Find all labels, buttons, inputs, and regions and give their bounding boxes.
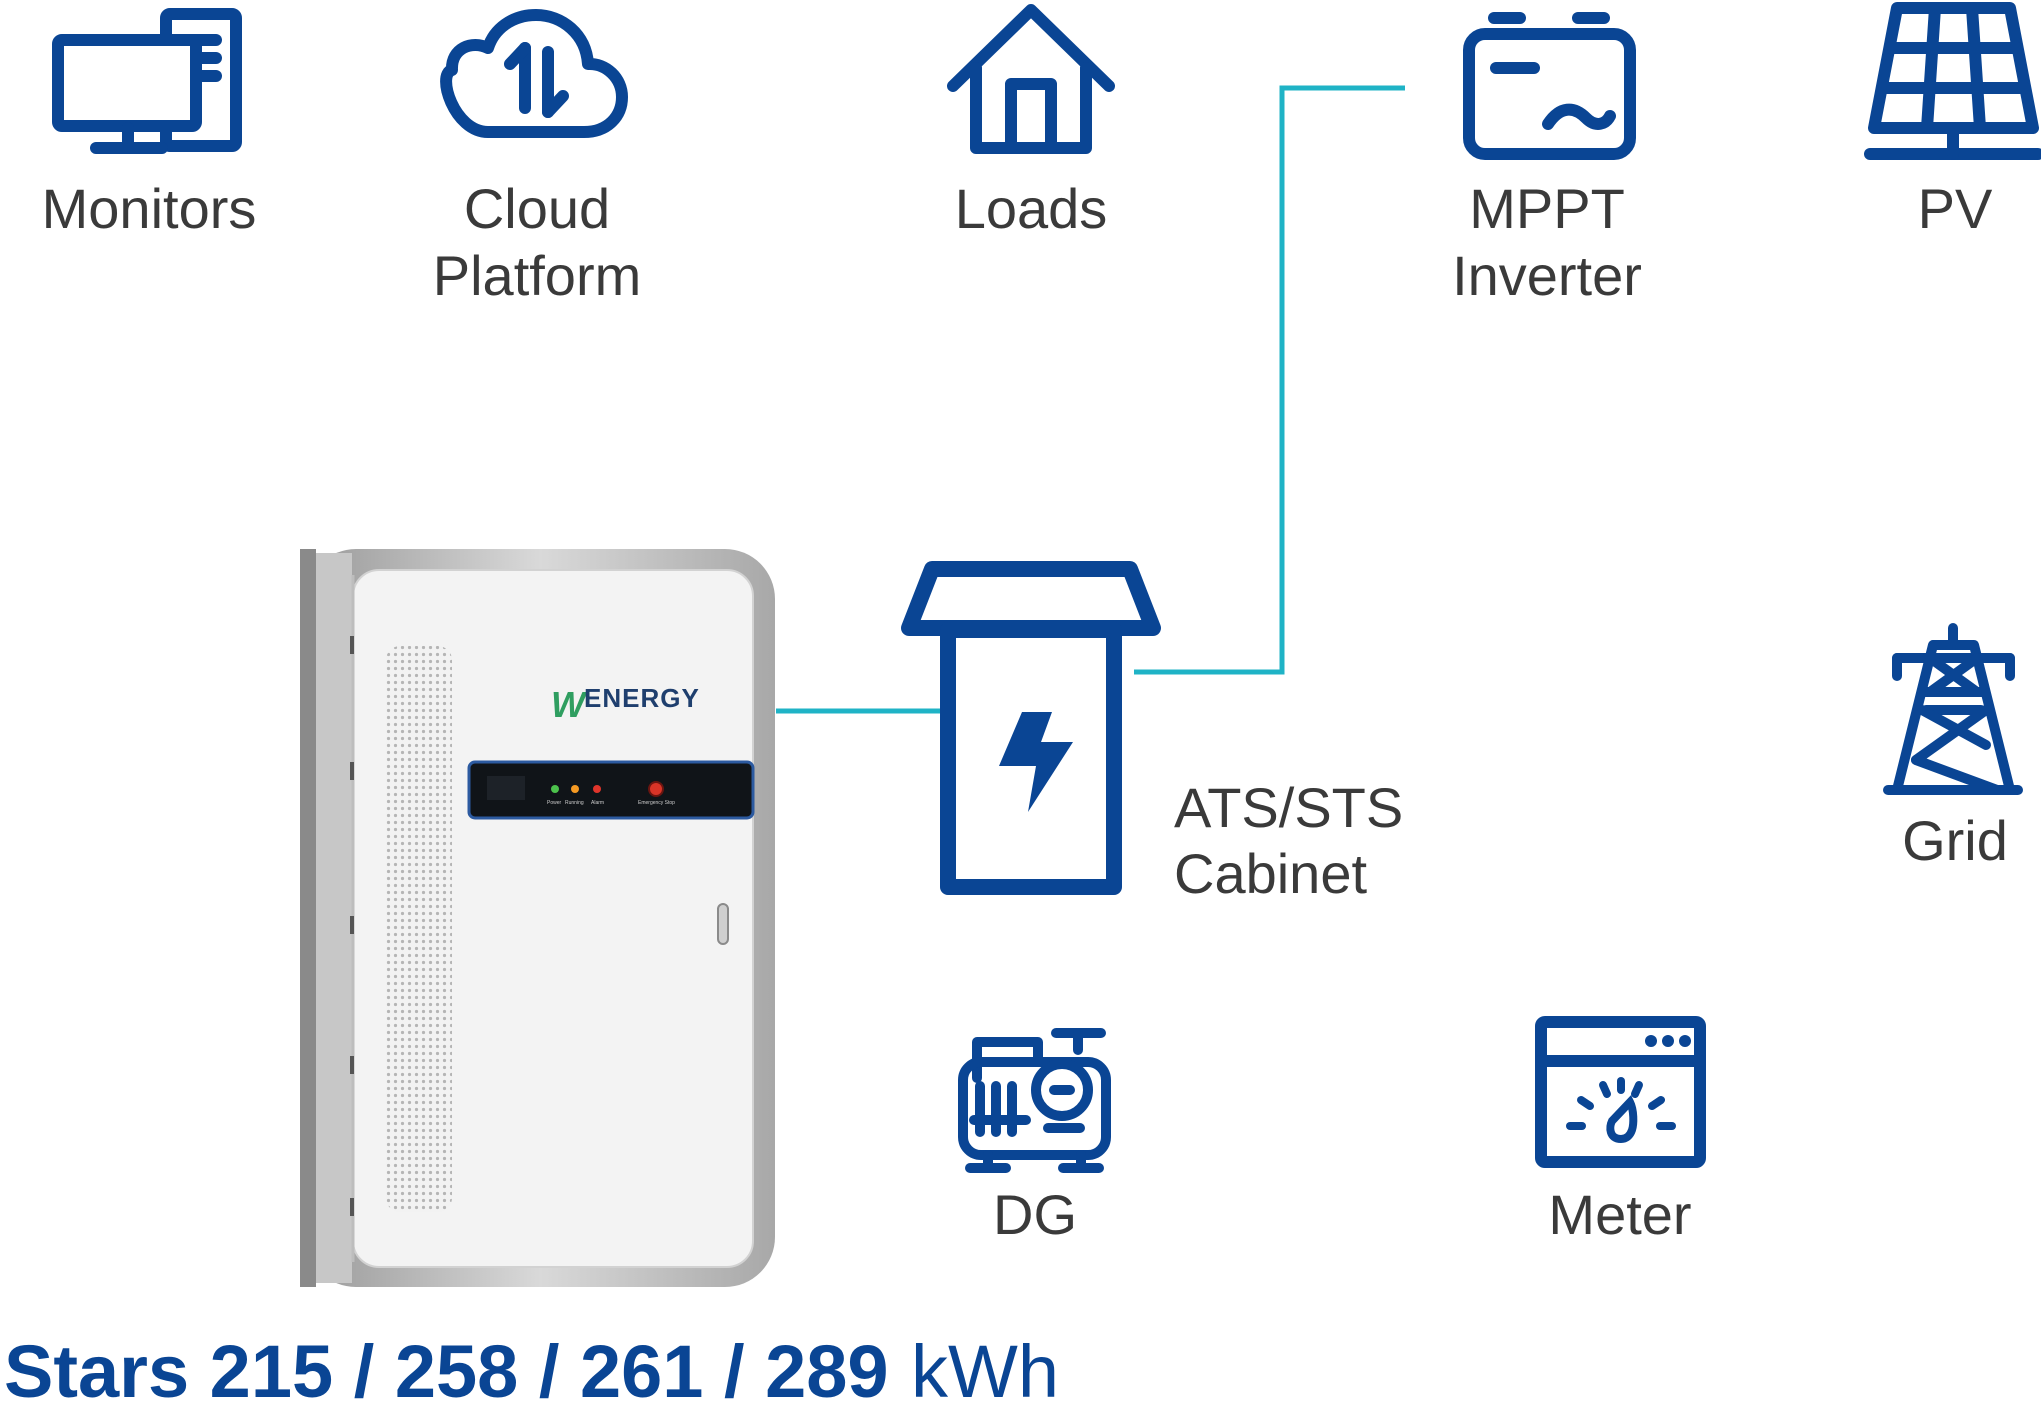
emergency-stop-button[interactable] [648,781,664,797]
product-title: Stars 215 / 258 / 261 / 289 kWh [4,1330,1059,1413]
brand-logo-mark: W [551,684,588,725]
power-indicator-label: Power [547,800,562,806]
pv-label: PV [1918,177,1993,240]
display-screen [487,776,525,800]
battery-cabinet: W ENERGY Power Running Alarm Emergency S… [300,549,775,1287]
alarm-indicator [593,785,601,793]
brand-logo: W ENERGY [551,683,700,725]
brand-name: ENERGY [584,683,700,713]
cloud-platform-label-line1: Cloud [464,177,610,240]
monitors-icon [52,8,242,154]
monitors-label: Monitors [42,177,257,240]
lightning-bolt-icon [999,712,1073,812]
running-indicator-label: Running [565,800,584,806]
inverter-icon [1463,12,1636,160]
emergency-stop-label: Emergency Stop [638,800,675,806]
ats-cabinet-label-line1: ATS/STS [1174,776,1403,839]
dg-label: DG [993,1183,1077,1246]
product-unit: kWh [911,1330,1059,1413]
meter-label: Meter [1548,1183,1691,1246]
transmission-tower-icon [1883,623,2023,795]
control-panel [467,760,755,820]
link-ats-mppt [1134,85,1405,675]
door-handle[interactable] [717,903,729,945]
running-indicator [571,785,579,793]
power-indicator [551,785,559,793]
node-labels: Monitors Cloud Platform Loads MPPT Inver… [42,177,2008,1246]
cloud-icon [440,9,628,138]
ventilation-grille [386,646,452,1212]
grid-label: Grid [1902,809,2008,872]
ats-cabinet-label-line2: Cabinet [1174,842,1367,905]
alarm-indicator-label: Alarm [591,800,604,806]
cloud-platform-label-line2: Platform [433,244,642,307]
meter-icon [1535,1016,1706,1168]
loads-label: Loads [955,177,1108,240]
solar-panel-icon [1864,2,2041,160]
connection-lines [262,85,1862,1013]
product-model: Stars 215 / 258 / 261 / 289 [4,1330,889,1413]
mppt-inverter-label-line1: MPPT [1469,177,1625,240]
mppt-inverter-label-line2: Inverter [1452,244,1642,307]
ats-cabinet-icon [901,561,1161,895]
house-icon [947,4,1115,154]
generator-icon [958,1028,1111,1173]
